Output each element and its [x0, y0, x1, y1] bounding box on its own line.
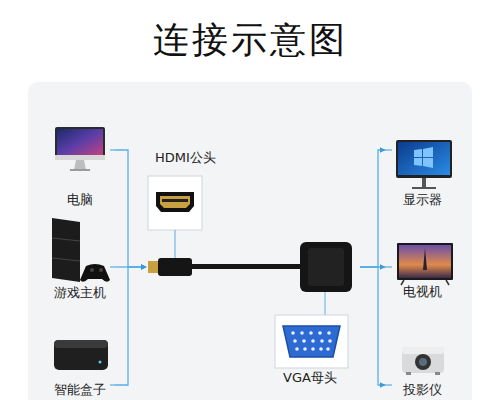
smart-box-icon	[54, 340, 108, 370]
node-label: 投影仪	[403, 382, 442, 398]
connector-node: HDMI公头	[146, 148, 208, 276]
projector-icon	[402, 347, 444, 375]
computer-icon	[55, 127, 105, 171]
adapter-cable	[148, 242, 352, 292]
node-label: VGA母头	[283, 370, 337, 386]
background-panel	[28, 82, 472, 400]
bracket-connector	[360, 150, 385, 267]
node-label: 智能盒子	[54, 382, 106, 398]
device-node: 电视机	[385, 232, 460, 304]
node-label: 显示器	[403, 192, 442, 208]
hdmi-plug-box	[148, 176, 202, 230]
bracket-lines	[110, 150, 392, 385]
node-label: HDMI公头	[155, 150, 216, 166]
monitor-icon	[396, 140, 452, 189]
vga-socket-box	[275, 315, 348, 368]
connector-node: VGA母头	[272, 262, 360, 390]
device-node: 电脑	[45, 122, 115, 210]
node-label: 游戏主机	[54, 285, 106, 301]
device-node: 智能盒子	[45, 330, 115, 398]
diagram-title: 连接示意图	[0, 16, 500, 65]
leader-line	[325, 292, 326, 315]
game-console-icon	[52, 218, 110, 282]
device-node: 投影仪	[385, 335, 460, 398]
device-node: 游戏主机	[45, 215, 115, 305]
tv-icon	[397, 243, 453, 285]
device-node: 显示器	[385, 130, 460, 210]
bracket-connector	[115, 267, 146, 385]
bracket-connector	[360, 267, 385, 385]
node-label: 电脑	[67, 192, 93, 208]
leader-line	[175, 230, 176, 258]
bracket-connector	[115, 150, 146, 267]
node-label: 电视机	[403, 284, 442, 300]
